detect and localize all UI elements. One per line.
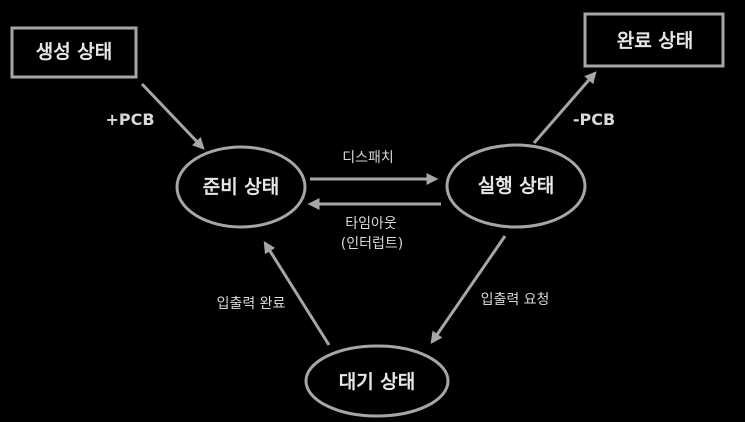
arrow-io-request (430, 235, 507, 344)
exit-label: -PCB (573, 110, 615, 129)
io-complete-label: 입출력 완료 (217, 296, 286, 312)
terminated-state-box (583, 12, 725, 68)
terminated-state-label: 완료 상태 (617, 30, 694, 52)
admit-label: +PCB (105, 110, 154, 129)
timeout-label: 타임아웃 (345, 216, 397, 232)
arrow-running-to-terminated (532, 71, 597, 144)
dispatch-label: 디스패치 (342, 150, 394, 166)
running-state-label: 실행 상태 (478, 175, 555, 197)
arrow-created-to-ready (140, 82, 205, 150)
waiting-state-ellipse (304, 344, 450, 418)
io-request-label: 입출력 요청 (481, 292, 550, 308)
created-state-box (10, 26, 138, 79)
arrow-io-complete (263, 240, 331, 346)
ready-state-label: 준비 상태 (203, 176, 280, 198)
waiting-state-label: 대기 상태 (339, 371, 416, 393)
created-state-label: 생성 상태 (36, 41, 113, 63)
running-state-ellipse (445, 143, 587, 229)
ready-state-ellipse (175, 145, 307, 229)
timeout-note-label: (인터럽트) (341, 236, 403, 252)
